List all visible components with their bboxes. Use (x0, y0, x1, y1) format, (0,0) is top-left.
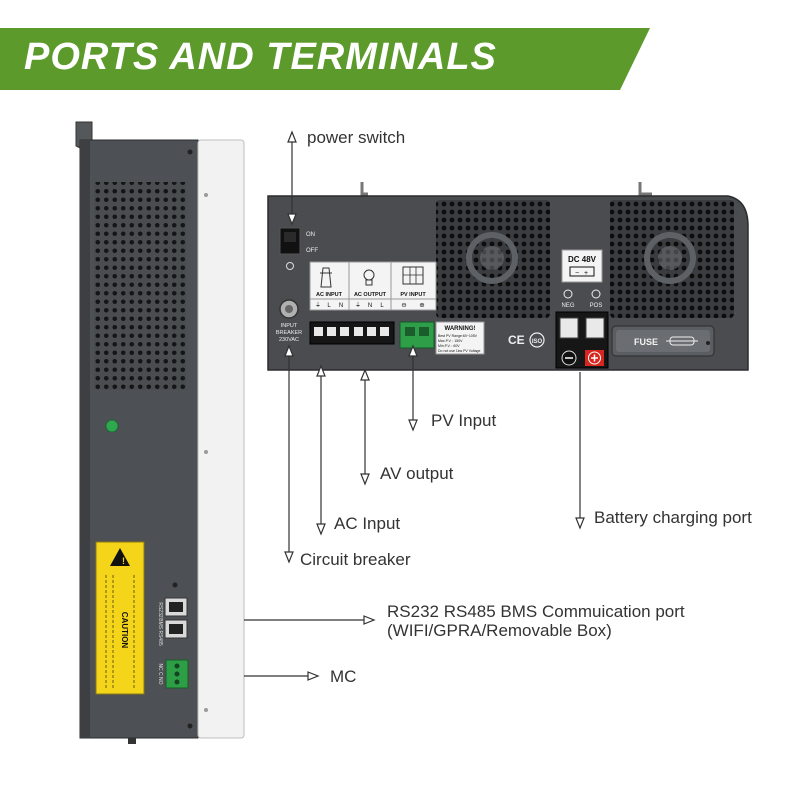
callout-av-output: AV output (380, 464, 454, 483)
bms-label: BMS RS485 (157, 618, 163, 646)
callout-mc: MC (330, 667, 357, 686)
svg-text:+: + (584, 270, 588, 277)
svg-text:!: ! (122, 556, 125, 566)
fuse-label: FUSE (634, 337, 658, 347)
dc-voltage-label (561, 249, 603, 283)
callout-pv-input: PV Input (431, 411, 497, 430)
side-vent (94, 182, 186, 390)
ac-out-n: N (368, 303, 372, 309)
warning-label (435, 321, 485, 355)
ac-in-l: L (327, 303, 331, 309)
warning-line-2: Max.P.V. : 150V (438, 339, 463, 343)
ac-in-ground: ⏚ (315, 302, 321, 309)
pos-label: POS (590, 303, 603, 309)
power-symbol-icon (286, 262, 294, 270)
callout-lines (244, 130, 585, 681)
breaker-label-2: BREAKER (276, 330, 302, 336)
callout-comm-port-line2: (WIFI/GPRA/Removable Box) (387, 621, 612, 640)
pv-neg: ⊖ (401, 301, 406, 309)
callout-circuit-breaker: Circuit breaker (300, 550, 411, 569)
breaker-label-3: 230VAC (279, 337, 299, 343)
caution-sticker (95, 541, 145, 695)
warning-title: WARNING! (445, 326, 476, 332)
callout-comm-port-line1: RS232 RS485 BMS Commuication port (387, 602, 685, 621)
switch-on-label: ON (306, 232, 315, 238)
callout-ac-input: AC Input (334, 514, 401, 533)
svg-text:−: − (575, 270, 579, 277)
ce-mark: CE (508, 333, 525, 347)
caution-title: CAUTION (120, 612, 129, 649)
pv-pos: ⊕ (419, 301, 424, 309)
warning-line-4: Do not use 1kw PV Voltage (438, 349, 480, 353)
rs232-label: RS232 (157, 602, 163, 618)
ac-in-n: N (339, 303, 343, 309)
header-banner (0, 28, 650, 90)
status-led (105, 419, 119, 433)
iso-mark: ISO (532, 339, 543, 345)
ac-terminal-block[interactable] (309, 321, 395, 345)
solar-panel-icon (402, 266, 424, 285)
ac-out-l: L (380, 303, 384, 309)
inverter-side-view: ! CAUTION RS232 BMS RS485 NC C NO (75, 121, 245, 744)
transmission-tower-icon (320, 267, 332, 288)
breaker-label-1: INPUT (281, 323, 298, 329)
mc-label: NC C NO (157, 663, 163, 684)
warning-line-3: Min.P.V. : 60V (438, 344, 460, 348)
ac-output-board-label: AC OUTPUT (354, 292, 387, 298)
neg-label: NEG (561, 303, 574, 309)
callout-battery-charging-port: Battery charging port (594, 508, 752, 527)
inverter-back-panel: ON OFF INPUT BREAKER 230VAC AC INPUT AC … (267, 182, 749, 371)
ac-input-board-label: AC INPUT (316, 292, 343, 298)
pv-input-board-label: PV INPUT (400, 292, 426, 298)
dc-label: DC 48V (568, 255, 597, 264)
ac-out-ground: ⏚ (355, 302, 361, 309)
callout-power-switch: power switch (307, 128, 406, 147)
warning-line-1: Best PV Range:60~105V (438, 334, 478, 338)
switch-off-label: OFF (306, 248, 318, 254)
page-title: PORTS AND TERMINALS (24, 36, 497, 78)
